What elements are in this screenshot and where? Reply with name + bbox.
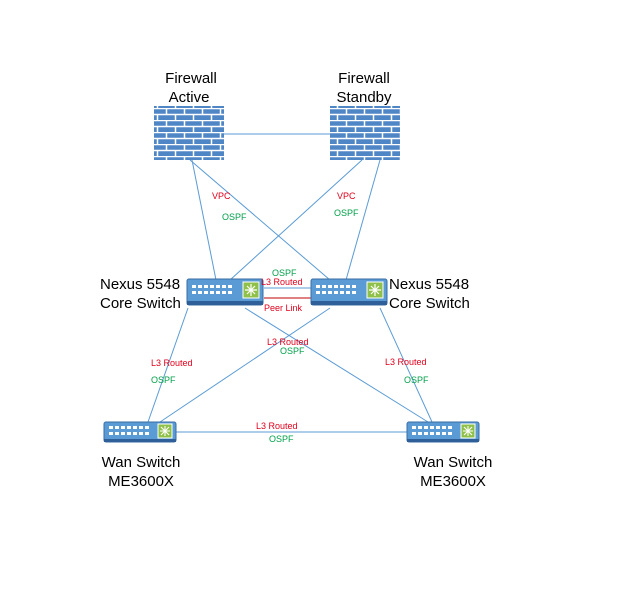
nexus-left-label-line1: Nexus 5548 xyxy=(100,276,180,293)
switch-icon xyxy=(103,421,177,443)
link-fwactive-nexusleft xyxy=(191,159,217,281)
firewall-standby: Firewall Standby xyxy=(330,70,400,160)
l3-routed-label-center: L3 Routed xyxy=(267,337,309,347)
links xyxy=(147,133,433,433)
wan-right-label-line2: ME3600X xyxy=(420,473,486,490)
firewall-icon xyxy=(330,106,400,160)
firewall-standby-label-line2: Standby xyxy=(336,89,392,106)
l3-routed-label-nexus: L3 Routed xyxy=(261,277,303,287)
nexus-left-label-line2: Core Switch xyxy=(100,295,181,312)
firewall-active-label-line1: Firewall xyxy=(165,70,217,87)
wan-left: Wan Switch ME3600X xyxy=(102,421,181,490)
firewall-icon xyxy=(154,106,224,160)
ospf-label-nexus: OSPF xyxy=(272,268,297,278)
link-nexusright-wanright xyxy=(379,307,433,423)
switch-icon xyxy=(186,278,264,306)
switch-icon xyxy=(406,421,480,443)
edge-labels: VPC OSPF VPC OSPF OSPF L3 Routed Peer Li… xyxy=(151,191,429,444)
ospf-label-left: OSPF xyxy=(222,212,247,222)
peer-link-label: Peer Link xyxy=(264,303,303,313)
nexus-right: Nexus 5548 Core Switch xyxy=(310,276,470,312)
ospf-label-bottom: OSPF xyxy=(269,434,294,444)
link-fwactive-nexusright xyxy=(189,159,331,281)
link-nexusleft-wanleft xyxy=(147,307,189,423)
link-fwstandby-nexusleft xyxy=(229,159,363,281)
nexus-left: Nexus 5548 Core Switch xyxy=(100,276,264,312)
switch-icon xyxy=(310,278,388,306)
link-nexusleft-wanright xyxy=(244,307,429,423)
nexus-right-label-line2: Core Switch xyxy=(389,295,470,312)
nexus-right-label-line1: Nexus 5548 xyxy=(389,276,469,293)
firewall-active: Firewall Active xyxy=(154,70,224,160)
l3-routed-label-bottom: L3 Routed xyxy=(256,421,298,431)
ospf-label-right: OSPF xyxy=(334,208,359,218)
ospf-label-right-lower: OSPF xyxy=(404,375,429,385)
wan-left-label-line1: Wan Switch xyxy=(102,454,181,471)
ospf-label-center: OSPF xyxy=(280,346,305,356)
wan-right-label-line1: Wan Switch xyxy=(414,454,493,471)
l3-routed-label-left: L3 Routed xyxy=(151,358,193,368)
wan-right: Wan Switch ME3600X xyxy=(406,421,493,490)
link-fwstandby-nexusright xyxy=(345,159,381,281)
ospf-label-left-lower: OSPF xyxy=(151,375,176,385)
firewall-active-label-line2: Active xyxy=(169,89,210,106)
l3-routed-label-right: L3 Routed xyxy=(385,357,427,367)
vpc-label-right: VPC xyxy=(337,191,356,201)
link-nexusright-wanleft xyxy=(159,307,331,423)
firewall-standby-label-line1: Firewall xyxy=(338,70,390,87)
vpc-label-left: VPC xyxy=(212,191,231,201)
wan-left-label-line2: ME3600X xyxy=(108,473,174,490)
